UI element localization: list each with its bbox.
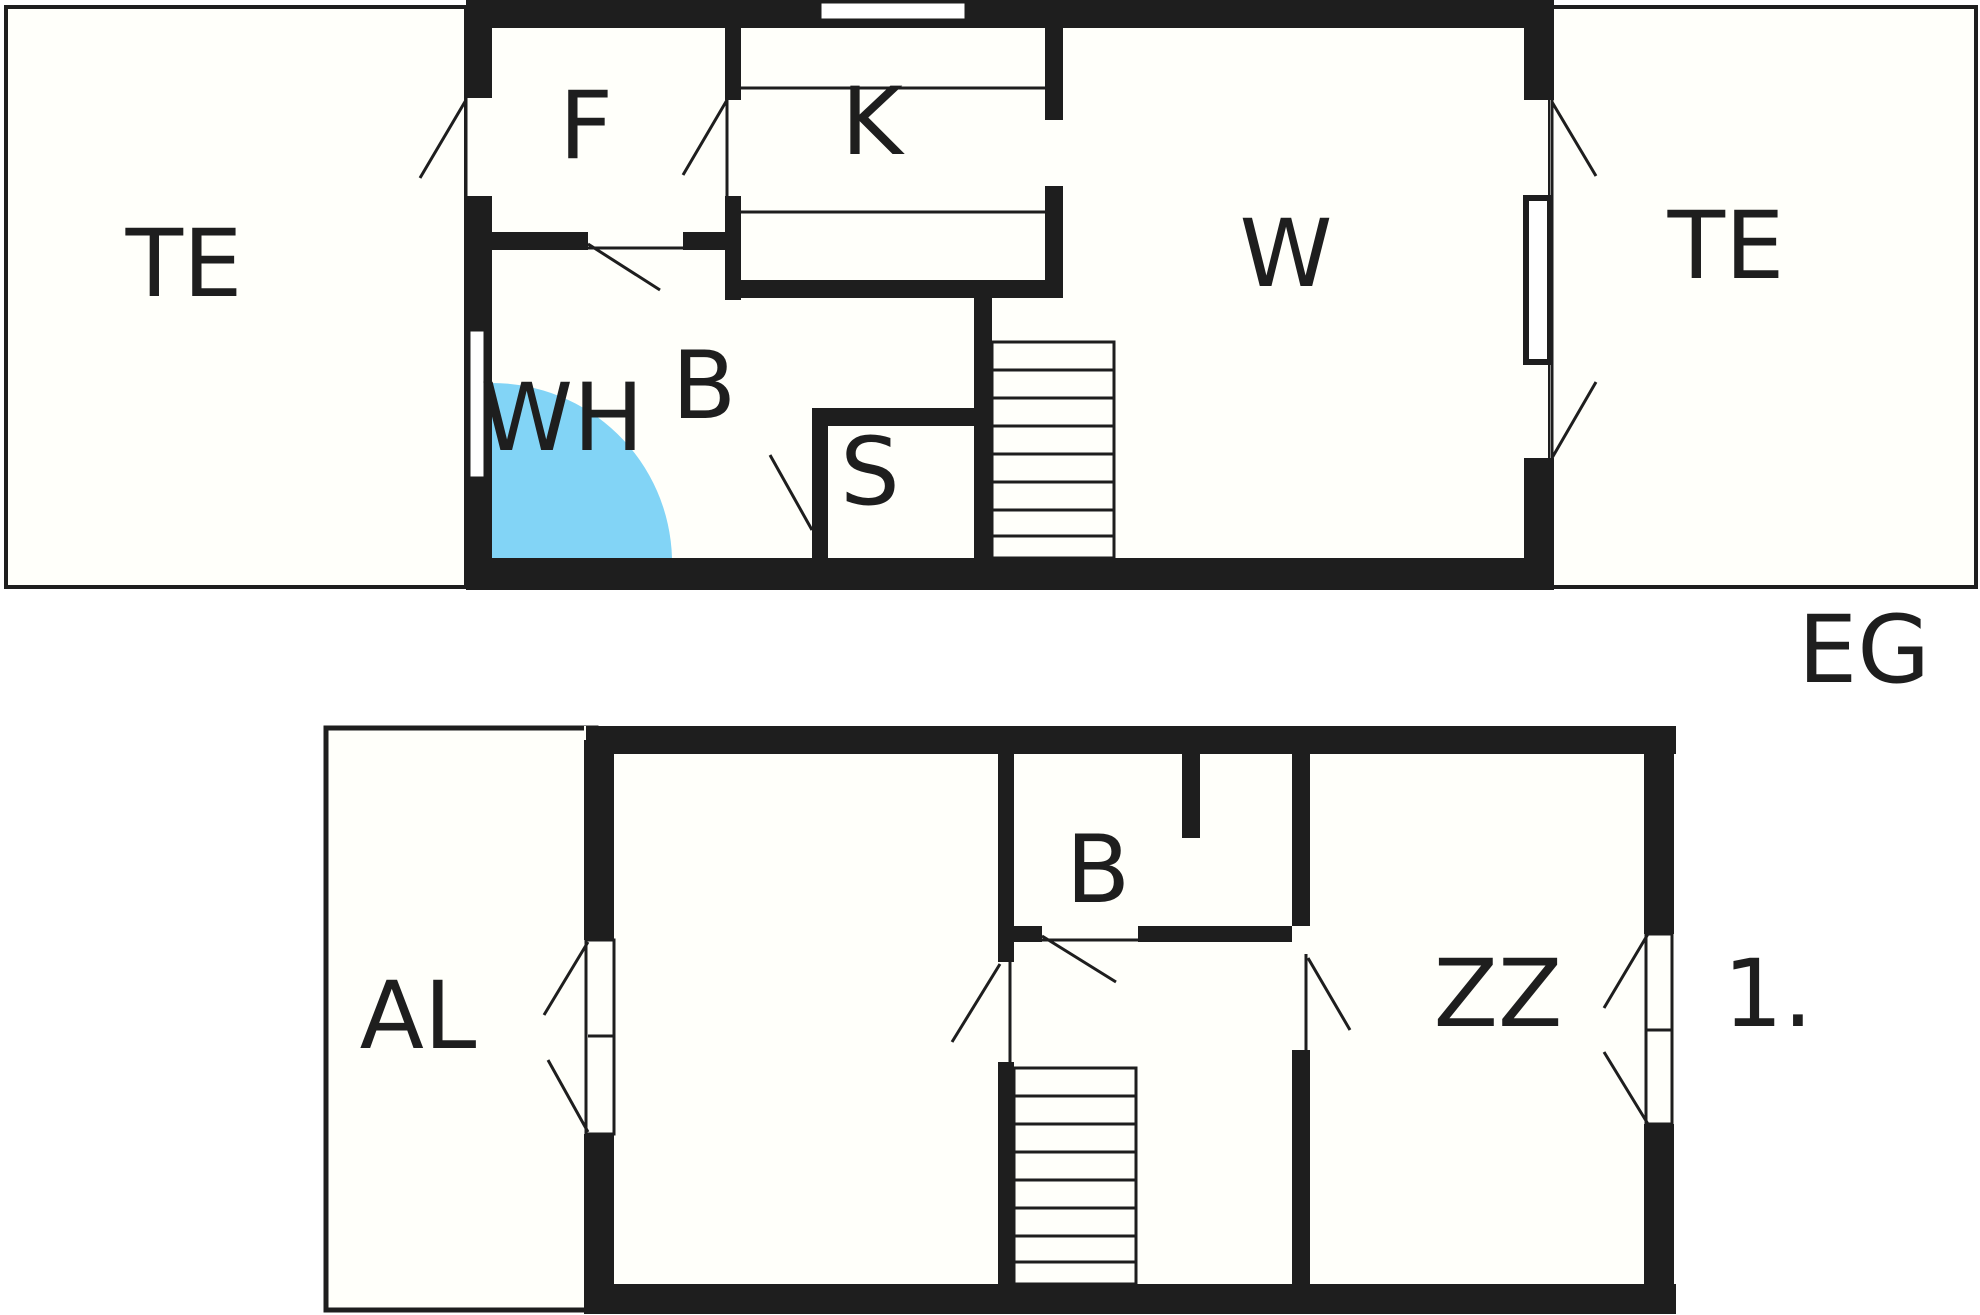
- wall: [812, 408, 992, 426]
- door-swing: [950, 963, 1002, 1043]
- window: [467, 328, 487, 480]
- wall: [1524, 0, 1554, 100]
- terrace-right: [1546, 5, 1978, 589]
- terrace-left: [4, 5, 468, 589]
- first-floor-interior: [584, 726, 1674, 1314]
- staircase: [1012, 1066, 1138, 1286]
- wall: [812, 408, 828, 558]
- floor-label-1: 1.: [1723, 940, 1813, 1049]
- wall: [1182, 754, 1200, 838]
- door-swing: [681, 99, 729, 176]
- wall: [1292, 754, 1310, 926]
- room-label-w: W: [1240, 200, 1333, 309]
- first-floor: AL B ZZ 1.: [323, 725, 1813, 1314]
- wall: [586, 1284, 1676, 1314]
- wall: [1138, 926, 1292, 942]
- wall: [466, 0, 1554, 28]
- door-swing: [546, 1059, 590, 1133]
- wall: [725, 280, 1063, 298]
- room-label-b: B: [1066, 816, 1131, 925]
- door-swing: [1602, 933, 1650, 1009]
- room-label-al: AL: [360, 962, 477, 1071]
- wall: [584, 740, 614, 940]
- wall: [725, 28, 741, 100]
- door-swing: [1550, 101, 1598, 177]
- balcony: [323, 725, 599, 1313]
- water-heater-zone: [492, 382, 672, 558]
- wall: [586, 726, 1676, 754]
- wall: [998, 1062, 1014, 1284]
- room-label-k: K: [841, 68, 905, 177]
- wall: [466, 0, 492, 98]
- room-label-f: F: [559, 72, 613, 181]
- door-swing: [1550, 381, 1598, 459]
- wall: [998, 754, 1014, 962]
- wall: [683, 232, 725, 250]
- wall: [1045, 186, 1063, 298]
- door-swing: [418, 99, 468, 179]
- window: [818, 0, 968, 22]
- room-label-b: B: [672, 332, 737, 441]
- staircase: [990, 340, 1116, 560]
- room-label-terrace-right: TE: [1667, 192, 1785, 301]
- wall: [492, 232, 588, 250]
- wall: [1045, 28, 1063, 120]
- floor-label-eg: EG: [1798, 596, 1930, 705]
- door-swing: [768, 454, 814, 531]
- door-swing: [1041, 934, 1117, 984]
- window: [1523, 195, 1553, 365]
- wall: [974, 298, 992, 558]
- wall: [1644, 726, 1674, 934]
- door-swing: [1306, 957, 1352, 1031]
- ground-floor: TE F K W TE B WH S EG: [4, 0, 1978, 705]
- wall: [584, 1134, 614, 1314]
- room-label-terrace-left: TE: [125, 210, 243, 319]
- wall: [1524, 458, 1554, 590]
- room-label-zz: ZZ: [1434, 940, 1563, 1049]
- wall: [725, 196, 741, 300]
- wall: [1014, 926, 1042, 942]
- wall: [1644, 1124, 1674, 1314]
- door-swing: [1602, 1051, 1650, 1125]
- wall: [466, 558, 1554, 590]
- door-swing: [587, 242, 661, 292]
- door-swing: [542, 941, 590, 1016]
- wall: [1292, 1050, 1310, 1284]
- room-label-s: S: [840, 418, 900, 527]
- room-label-wh: WH: [480, 364, 644, 473]
